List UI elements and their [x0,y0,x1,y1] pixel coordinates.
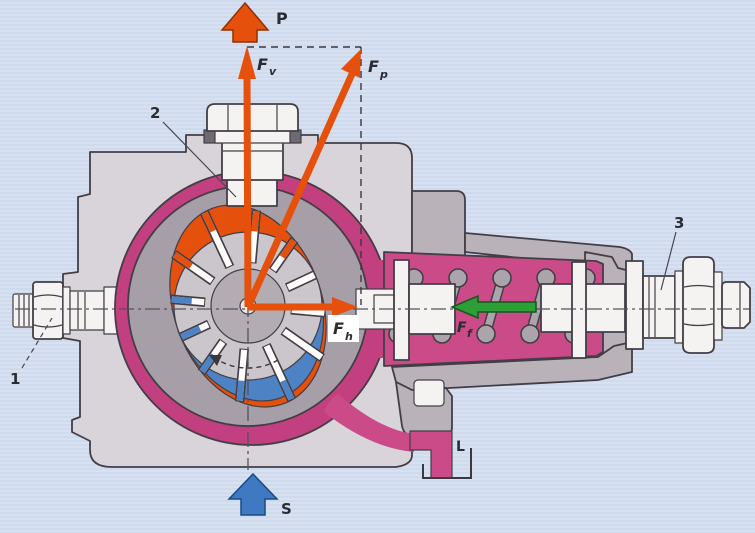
spring-seat-right [571,261,587,359]
leak-drain [324,394,472,479]
vane-tip-suction [236,380,245,401]
leader-1 [21,317,53,369]
leader-2 [162,121,237,198]
label-fh-sub: h [345,330,353,343]
adjustment-screw [625,256,751,354]
spring-coil [476,324,496,344]
vane-tip-pressure [251,211,260,232]
label-part-3: 3 [674,214,684,232]
fh-label-box [328,315,359,342]
vane-tip-pressure [172,252,193,269]
fv-arrow-shaft [243,75,252,308]
screw-collar [674,270,684,344]
vane-tip-suction [180,325,202,340]
rotation-arrowhead-icon [209,355,222,366]
vane-tip-suction [171,296,192,305]
leader-lines [21,121,677,369]
label-ff: F [457,320,467,336]
bolt-washer [214,129,291,144]
lock-nut [682,256,715,354]
suction-port-arrow [227,472,279,516]
pressure-bolt [203,103,302,207]
shaft-washer [62,286,71,335]
pressure-port-arrow [220,1,270,43]
vane-set [170,209,326,403]
spring-seat-left [393,259,410,361]
port-arrows [220,1,279,516]
hex-facet [33,294,63,298]
spring-coil [520,324,540,344]
spring-coil [492,268,512,288]
screw-flange [625,260,644,350]
fh-arrowhead-icon [332,297,358,317]
shaft-hex-nut [32,281,64,340]
vane-tip-plain [303,343,324,360]
shaft-sleeve [69,290,105,331]
bracket-notch [413,379,445,407]
labels: P S L 1 2 3 F v F p F h F f [10,9,684,518]
ff-spring-force-arrow [450,294,537,320]
label-fv-sub: v [269,65,277,78]
bolt-upper-body [221,141,284,181]
spring-coil [448,268,468,288]
screw-neck [713,271,723,341]
vane-tip-suction [280,379,295,401]
label-part-2: 2 [150,104,160,122]
label-ff-sub: f [467,327,473,340]
vane-tip-plain [304,307,325,316]
label-fh: F [333,319,344,338]
label-part-1: 1 [10,370,20,388]
screw-body [642,275,676,339]
vane-tip-plain [294,272,316,287]
vane-tip-pressure [201,211,216,233]
hex-facet [33,324,63,328]
hex-facet [683,284,714,288]
drain-channel-L [409,430,453,479]
fp-arrowhead-icon [341,49,361,78]
force-construction-lines [247,46,362,305]
label-pressure-port: P [276,9,288,28]
bolt-hex-head [206,103,299,132]
label-leak-port: L [456,439,465,455]
fv-arrowhead-icon [238,46,256,79]
leader-3 [660,231,677,291]
label-fp-sub: p [379,68,388,81]
label-fv: F [257,55,268,74]
label-fp: F [368,57,379,76]
bolt-lower-body [226,177,278,207]
tank-symbol-icon [422,448,472,479]
vane-tip-pressure [279,238,297,259]
label-suction-port: S [281,500,292,518]
fp-arrow-shaft [244,72,356,309]
force-vectors [238,46,537,320]
drain-passage [324,394,414,452]
hex-facet [683,323,714,327]
screw-end-square [721,281,751,329]
